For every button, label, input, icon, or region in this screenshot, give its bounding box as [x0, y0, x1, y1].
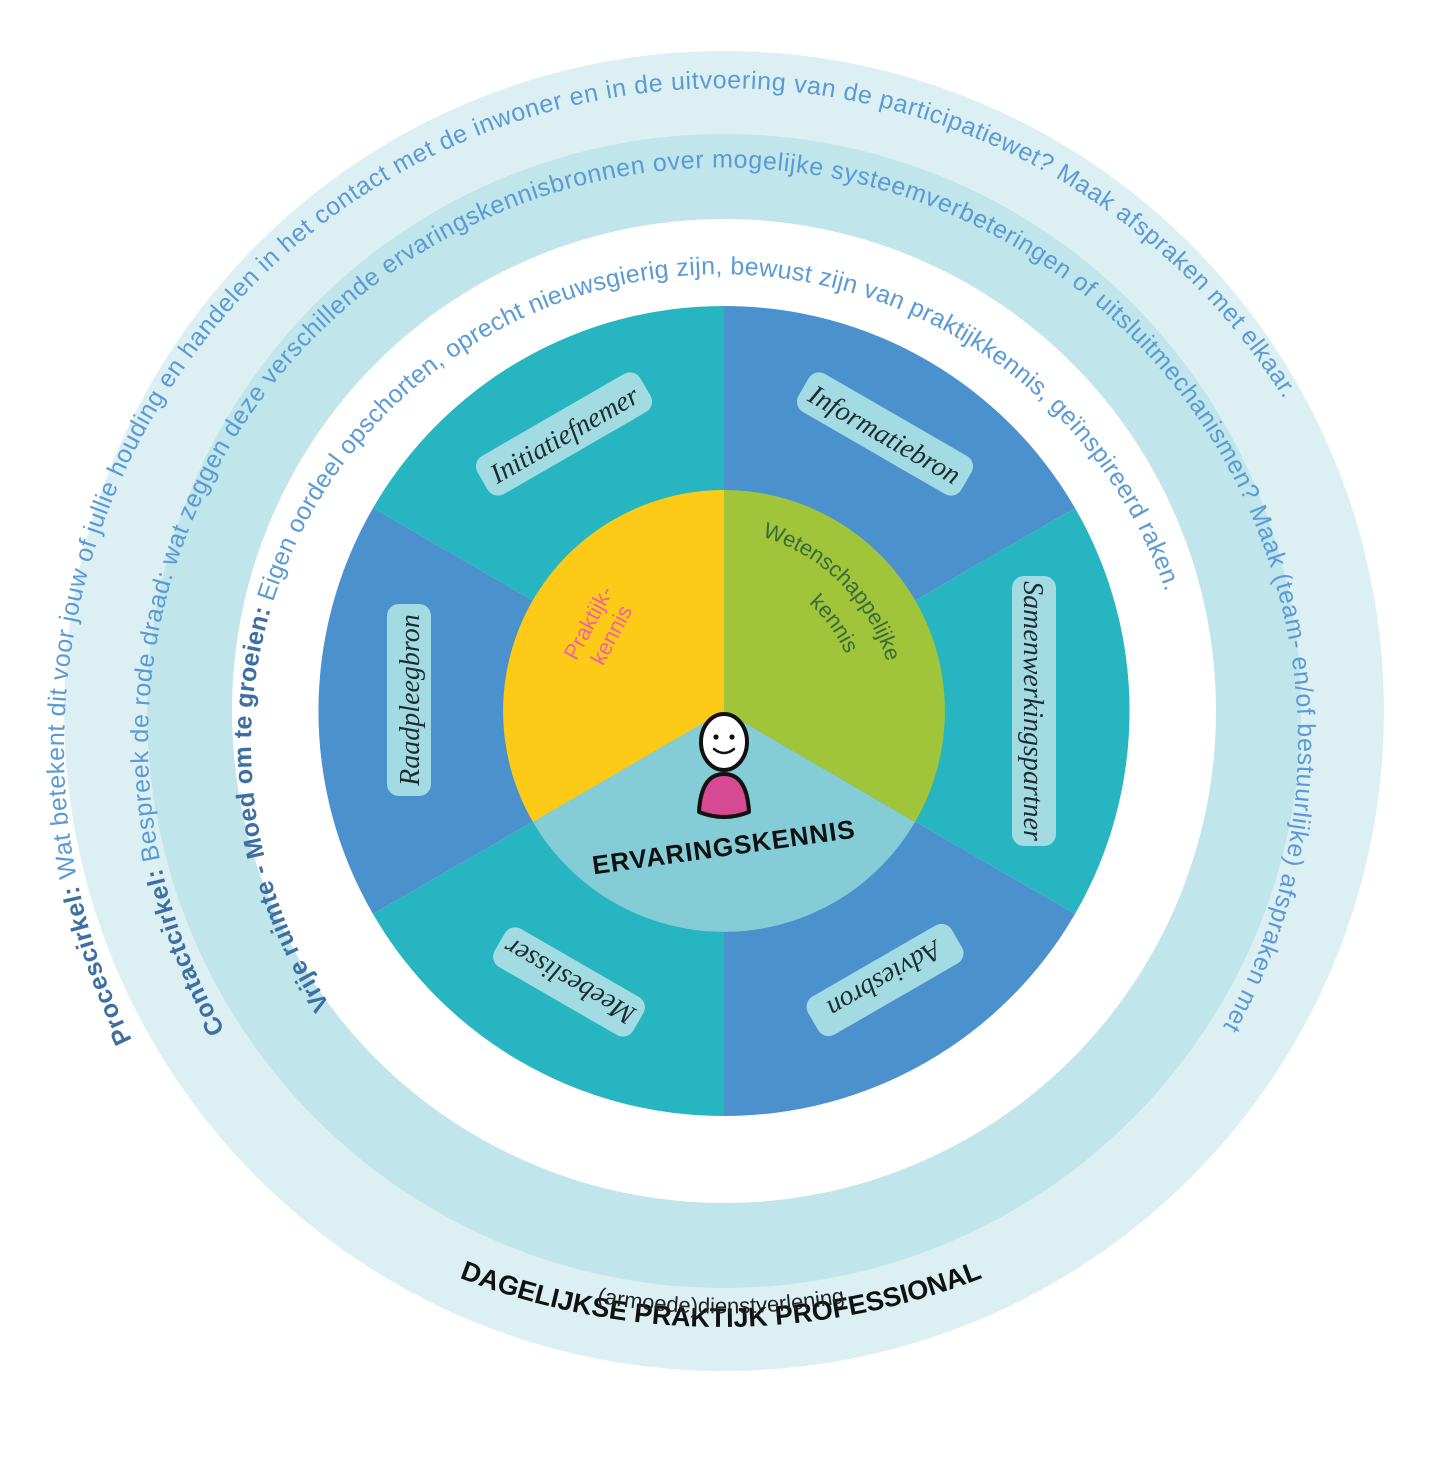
pill-background	[796, 372, 974, 496]
knowledge-sectors	[503, 490, 945, 932]
pill-background	[475, 372, 653, 496]
sector-wetenschappelijke-kennis[interactable]	[724, 490, 945, 822]
role-label-samenwerkingspartner[interactable]: Samenwerkingspartner	[1012, 576, 1056, 846]
sector-ervaringskennis[interactable]	[533, 711, 915, 932]
pill-background	[387, 604, 431, 796]
pill-background	[806, 923, 964, 1037]
role-label-text: Samenwerkingspartner	[1017, 581, 1048, 841]
person-icon	[697, 712, 751, 819]
pill-background	[493, 927, 645, 1037]
sector-praktijkkennis[interactable]	[503, 490, 724, 822]
pill-background	[1012, 576, 1056, 846]
role-label-raadpleegbron[interactable]: Raadpleegbron	[387, 604, 431, 796]
role-label-text: Raadpleegbron	[395, 614, 426, 787]
